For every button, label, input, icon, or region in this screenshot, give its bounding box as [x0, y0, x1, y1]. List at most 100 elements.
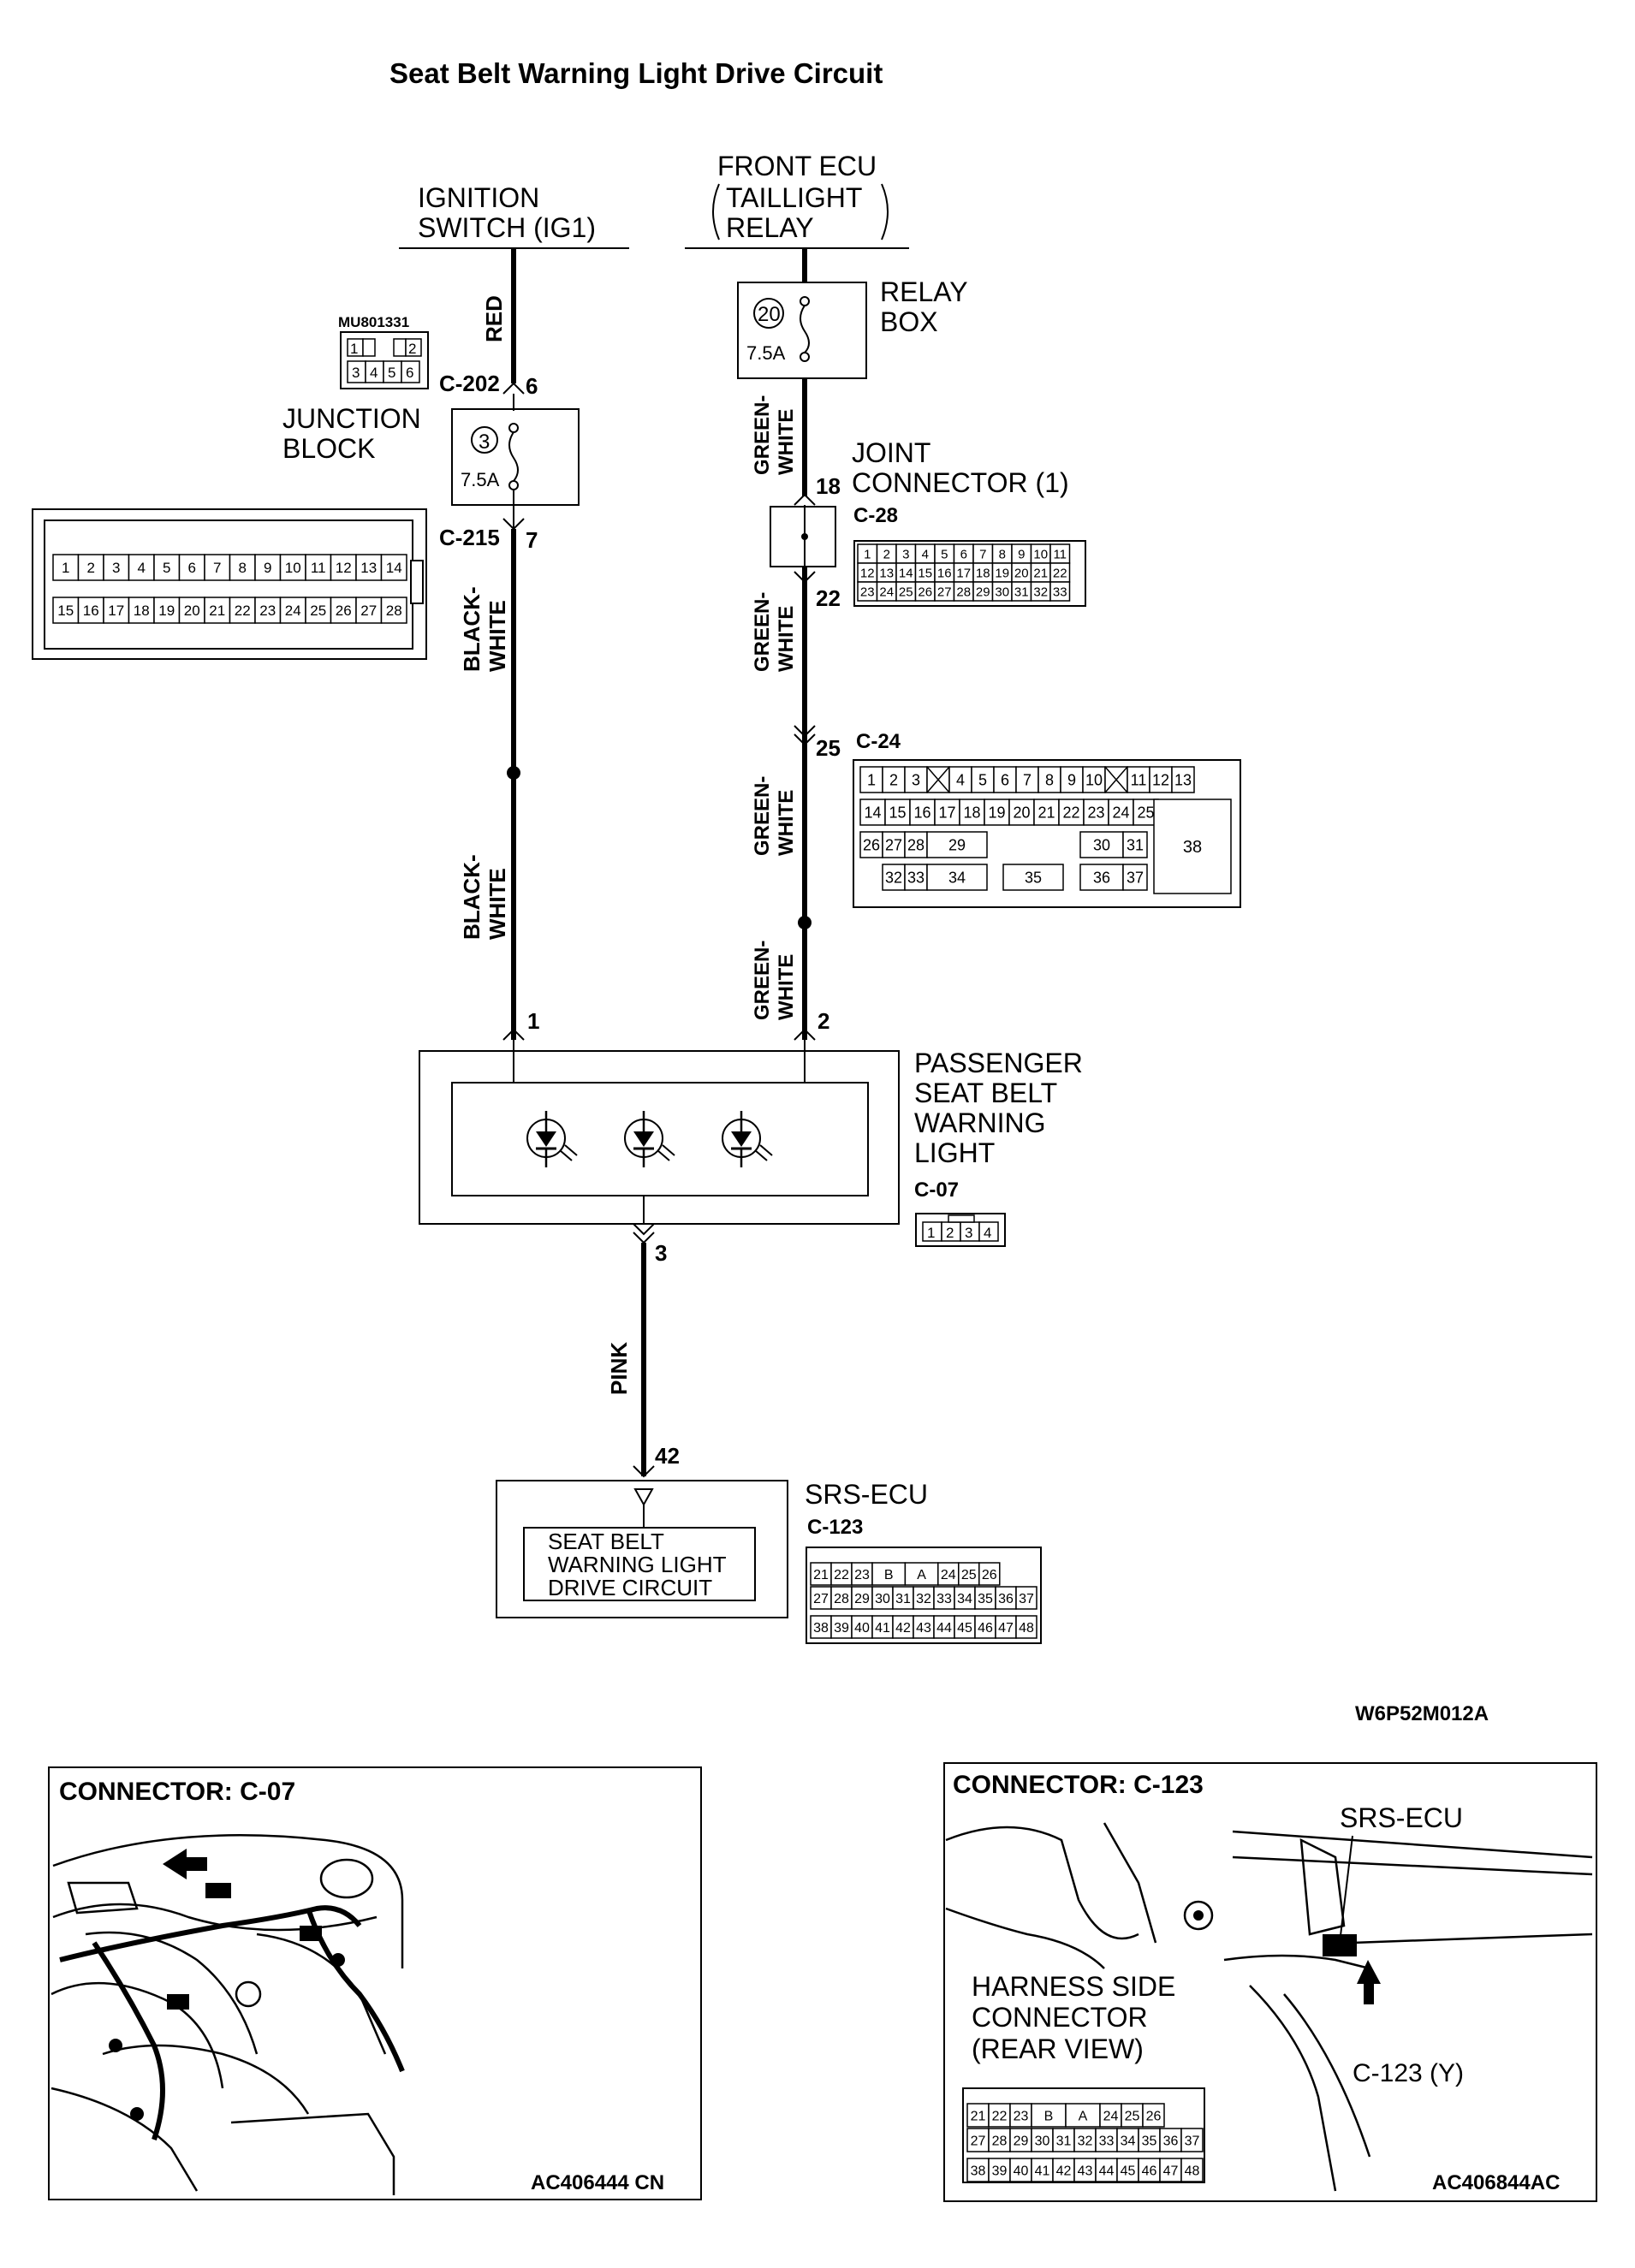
c123-pin: 42 — [895, 1621, 911, 1636]
warning-light-label-1: PASSENGER — [914, 1048, 1083, 1078]
c24-pin: 6 — [1001, 771, 1009, 788]
c123-label: C-123 — [807, 1516, 863, 1539]
c123-pin: 46 — [978, 1621, 993, 1636]
c28-pin: 2 — [883, 547, 890, 561]
c123-pin: 29 — [854, 1592, 870, 1606]
c24-pin: 12 — [1152, 771, 1169, 788]
c215-pin: 9 — [264, 560, 271, 576]
c215-pin: 8 — [239, 560, 247, 576]
c28-pin: 17 — [956, 566, 971, 580]
joint-connector-label-1: JOINT — [852, 437, 930, 468]
c123-pin: 28 — [992, 2134, 1008, 2148]
srs-circuit-1: SEAT BELT — [548, 1529, 664, 1554]
led-2 — [624, 1111, 675, 1167]
c123-pin: 44 — [1099, 2164, 1115, 2178]
c24-pin: 8 — [1045, 771, 1054, 788]
c24-pin: 22 — [1062, 804, 1079, 821]
c123-pin: 23 — [854, 1568, 870, 1582]
c24-pin: 21 — [1037, 804, 1055, 821]
c24-pin: 36 — [1093, 869, 1110, 886]
taillight-label: TAILLIGHT — [726, 182, 862, 213]
c24-pin: 25 — [1137, 804, 1154, 821]
joint-pin-in: 18 — [816, 473, 841, 499]
c215-pin: 19 — [158, 603, 175, 619]
c215-pin: 25 — [310, 603, 326, 619]
mini-pin-4: 4 — [370, 365, 378, 381]
c215-pin: 22 — [235, 603, 251, 619]
c07-pin-2: 2 — [946, 1225, 954, 1241]
c24-pin: 29 — [948, 836, 966, 853]
mu801331-connector: MU801331 1 2 3 4 5 6 — [338, 314, 429, 389]
c24-pin: 20 — [1013, 804, 1030, 821]
led-3 — [722, 1111, 773, 1167]
relay-fuse-rating: 7.5A — [746, 342, 786, 364]
wire-gw-label-1a: GREEN- — [751, 395, 774, 475]
wire-pink-label: PINK — [606, 1342, 632, 1395]
c28-pin: 29 — [976, 585, 990, 599]
c28-pin: 5 — [941, 547, 948, 561]
c24-pin: 26 — [863, 836, 880, 853]
junction-fuse-number: 3 — [479, 430, 490, 454]
c123-pin: 47 — [998, 1621, 1014, 1636]
c24-pin: 10 — [1085, 771, 1103, 788]
c28-pin: 25 — [899, 585, 913, 599]
c28-pin: 18 — [976, 566, 990, 580]
right-wire-run: 20 7.5A RELAY BOX GREEN- WHITE 18 22 GRE… — [737, 248, 968, 1041]
c24-pin: 4 — [956, 771, 965, 788]
c123-pin: 35 — [978, 1592, 993, 1606]
c123-pin: 48 — [1185, 2164, 1200, 2178]
c28-pin: 26 — [918, 585, 932, 599]
c24-pin: 11 — [1131, 771, 1147, 788]
dashboard-sketch — [51, 1834, 405, 2195]
c123-pin: 30 — [1035, 2134, 1050, 2148]
harness-label-3: (REAR VIEW) — [972, 2033, 1144, 2064]
c28-pin: 1 — [864, 547, 871, 561]
c215-pin: 28 — [386, 603, 402, 619]
c123-pin: 37 — [1185, 2134, 1200, 2148]
c123-pin: 21 — [813, 1568, 829, 1582]
c28-pin: 13 — [879, 566, 894, 580]
c123-pin: 48 — [1019, 1621, 1034, 1636]
c123-pin: 26 — [982, 1568, 997, 1582]
mini-pin-6: 6 — [406, 365, 413, 381]
c24-pin: 3 — [912, 771, 920, 788]
wire-gw-label-4a: GREEN- — [751, 941, 774, 1020]
mini-pin-2: 2 — [408, 341, 416, 357]
srs-pin-42: 42 — [655, 1443, 680, 1469]
c215-pin: 7 — [526, 527, 538, 553]
c215-pin: 26 — [336, 603, 352, 619]
c123-pin: 31 — [895, 1592, 911, 1606]
c123-pin: 45 — [1121, 2164, 1136, 2178]
panel-c123: CONNECTOR: C-123 SRS-ECU HARNESS SIDE CO… — [943, 1762, 1597, 2202]
wire-bw-label-1b: WHITE — [485, 600, 510, 672]
wire-gw-label-1b: WHITE — [775, 409, 798, 475]
junction-fuse-rating: 7.5A — [461, 469, 500, 490]
c28-pin: 12 — [860, 566, 875, 580]
c24-pin: 18 — [963, 804, 980, 821]
c24-pin: 38 — [1183, 838, 1202, 857]
c215-pin: 7 — [213, 560, 221, 576]
c123-pin: 22 — [834, 1568, 849, 1582]
wire-gw-label-3a: GREEN- — [751, 776, 774, 856]
c123-pin: 34 — [957, 1592, 972, 1606]
c123-pin: 45 — [957, 1621, 972, 1636]
c07-pin-4: 4 — [984, 1225, 991, 1241]
c28-pin: 21 — [1033, 566, 1048, 580]
c123-pin: 44 — [936, 1621, 952, 1636]
c123-pin: 47 — [1163, 2164, 1179, 2178]
srs-ecu-label: SRS-ECU — [805, 1479, 928, 1510]
c123-pin: 32 — [1078, 2134, 1093, 2148]
c123-pin: 41 — [875, 1621, 890, 1636]
c28-pin: 8 — [999, 547, 1006, 561]
ignition-switch-source: IGNITION SWITCH (IG1) — [399, 182, 629, 249]
light-pin-3: 3 — [655, 1240, 667, 1266]
c24-pin: 1 — [867, 771, 876, 788]
c215-pin: 17 — [108, 603, 124, 619]
wire-gw-label-2b: WHITE — [775, 606, 798, 672]
c24-pin: 9 — [1067, 771, 1076, 788]
c215-pin: 15 — [57, 603, 74, 619]
c215-pin: 11 — [311, 560, 326, 576]
